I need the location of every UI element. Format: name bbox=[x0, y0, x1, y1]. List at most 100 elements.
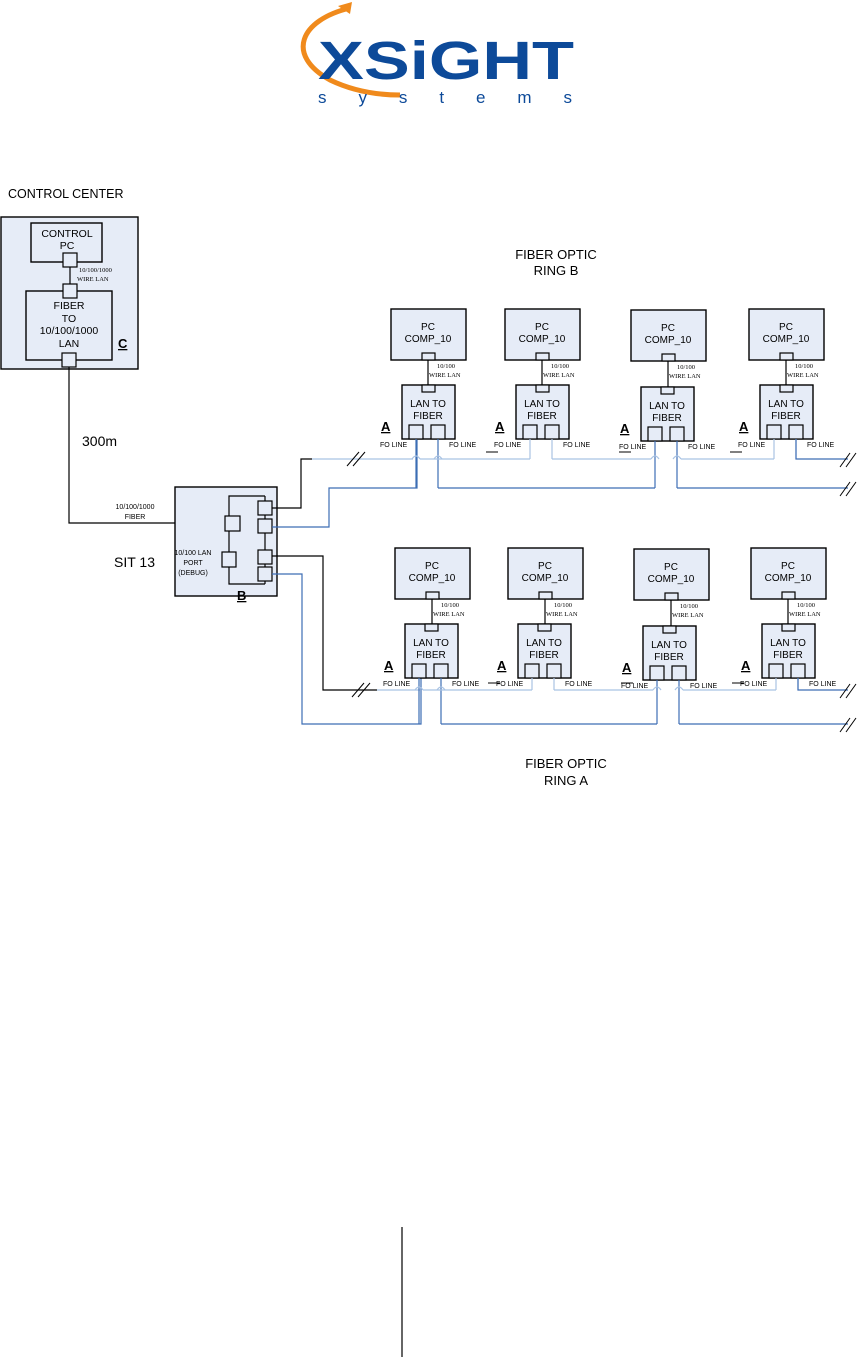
converter-label-2: FIBER bbox=[771, 411, 800, 422]
backbone-link: 300m 10/100/1000 FIBER bbox=[68, 367, 226, 524]
break-mark bbox=[352, 451, 366, 467]
fiber-label-2: FIBER bbox=[125, 514, 146, 521]
wire-label-2: WIRE LAN bbox=[546, 611, 578, 618]
break-mark bbox=[845, 481, 857, 497]
pc-label-1: PC bbox=[664, 562, 678, 573]
switch-uplink-port bbox=[224, 515, 241, 532]
pc-label-1: PC bbox=[661, 323, 675, 334]
logo-swoosh-arrow bbox=[338, 2, 352, 14]
wire-label-1: 10/100 bbox=[797, 602, 815, 609]
pc-port bbox=[664, 592, 679, 601]
fo-line-label-left: FO LINE bbox=[496, 681, 524, 688]
control-center: CONTROL CENTER CONTROL PC 10/100/1000 WI… bbox=[0, 187, 139, 370]
switch-name: SIT 13 bbox=[114, 554, 155, 570]
converter-label-3: 10/100/1000 bbox=[40, 325, 99, 337]
control-center-title: CONTROL CENTER bbox=[8, 187, 124, 201]
fo-line-label-left: FO LINE bbox=[380, 442, 408, 449]
converter-label-1: LAN TO bbox=[770, 638, 806, 649]
logo-swoosh bbox=[300, 5, 401, 98]
marker-b: B bbox=[237, 588, 246, 603]
fo-port-left bbox=[411, 663, 427, 679]
pc-label-2: COMP_10 bbox=[409, 573, 456, 584]
ring-b-title-1: FIBER OPTIC bbox=[515, 247, 597, 262]
debug-label-3: (DEBUG) bbox=[178, 570, 208, 577]
break-mark bbox=[839, 452, 851, 468]
fo-port-right bbox=[671, 665, 687, 681]
distance-label: 300m bbox=[82, 433, 117, 449]
pc-label-1: PC bbox=[421, 322, 435, 333]
pc-port bbox=[421, 352, 436, 361]
converter-lan-port bbox=[781, 623, 796, 632]
marker-a: A bbox=[497, 658, 507, 673]
converter-label-2: FIBER bbox=[652, 413, 681, 424]
fo-line-label-right: FO LINE bbox=[807, 442, 835, 449]
fo-line-label-right: FO LINE bbox=[449, 442, 477, 449]
debug-label-1: 10/100 LAN bbox=[175, 550, 212, 557]
fo-line-label-left: FO LINE bbox=[383, 681, 411, 688]
converter-label-2: FIBER bbox=[773, 650, 802, 661]
backbone-fiber-line bbox=[68, 367, 226, 524]
converter-label-2: FIBER bbox=[529, 650, 558, 661]
wire-label-1: 10/100 bbox=[677, 364, 695, 371]
converter-label-1: LAN TO bbox=[526, 638, 562, 649]
fo-line-label-right: FO LINE bbox=[565, 681, 593, 688]
wire-label-1: 10/100 bbox=[680, 603, 698, 610]
switch-debug-port bbox=[221, 551, 237, 568]
fo-line-label-left: FO LINE bbox=[621, 683, 649, 690]
wire-label-2: WIRE LAN bbox=[669, 373, 701, 380]
wire-label-2: WIRE LAN bbox=[429, 372, 461, 379]
switch-port-4 bbox=[257, 566, 273, 582]
marker-a: A bbox=[620, 421, 630, 436]
pc-port bbox=[661, 353, 676, 362]
xsight-logo: XSiGHT s y s t e m s bbox=[300, 2, 574, 107]
pc-port bbox=[538, 591, 553, 600]
pc-label-1: PC bbox=[535, 322, 549, 333]
converter-label-1: LAN TO bbox=[649, 401, 685, 412]
converter-label-1: LAN TO bbox=[410, 399, 446, 410]
converter-label-2: FIBER bbox=[413, 411, 442, 422]
pc-label-2: COMP_10 bbox=[765, 573, 812, 584]
fiber-converter-top-port bbox=[62, 283, 78, 299]
ring-a-link-1 bbox=[272, 555, 377, 691]
wire-label-1: 10/100 bbox=[441, 602, 459, 609]
marker-c: C bbox=[118, 336, 128, 351]
converter-label-4: LAN bbox=[59, 338, 79, 350]
fo-line-label-left: FO LINE bbox=[738, 442, 766, 449]
pc-comp-box bbox=[394, 547, 471, 600]
pc-label-2: COMP_10 bbox=[519, 334, 566, 345]
fo-port-left bbox=[524, 663, 540, 679]
fo-port-right bbox=[669, 426, 685, 442]
pc-label-1: PC bbox=[538, 561, 552, 572]
fiber-crossover bbox=[436, 686, 446, 691]
marker-a: A bbox=[381, 419, 391, 434]
fiber-label-1: 10/100/1000 bbox=[116, 504, 155, 511]
marker-a: A bbox=[741, 658, 751, 673]
fo-line-label-right: FO LINE bbox=[563, 442, 591, 449]
pc-label-1: PC bbox=[425, 561, 439, 572]
fo-port-right bbox=[546, 663, 562, 679]
pc-port bbox=[535, 352, 550, 361]
switch-port-1 bbox=[257, 500, 273, 516]
converter-label-1: FIBER bbox=[54, 300, 85, 312]
fo-line-label-left: FO LINE bbox=[740, 681, 768, 688]
pc-label-2: COMP_10 bbox=[405, 334, 452, 345]
ring-a-title-2: RING A bbox=[544, 773, 588, 788]
ring-segment-end bbox=[795, 439, 848, 460]
pc-label-2: COMP_10 bbox=[522, 573, 569, 584]
wire-label-2: WIRE LAN bbox=[789, 611, 821, 618]
pc-comp-box bbox=[390, 308, 467, 361]
fiber-crossover bbox=[414, 686, 424, 691]
marker-a: A bbox=[622, 660, 632, 675]
fo-port-right bbox=[433, 663, 449, 679]
converter-lan-port bbox=[537, 623, 552, 632]
pc-port bbox=[781, 591, 796, 600]
pc-label-2: COMP_10 bbox=[648, 574, 695, 585]
pc-label-2: COMP_10 bbox=[763, 334, 810, 345]
control-wire-label-2: WIRE LAN bbox=[77, 276, 109, 283]
break-mark bbox=[346, 451, 360, 467]
converter-label-2: FIBER bbox=[527, 411, 556, 422]
